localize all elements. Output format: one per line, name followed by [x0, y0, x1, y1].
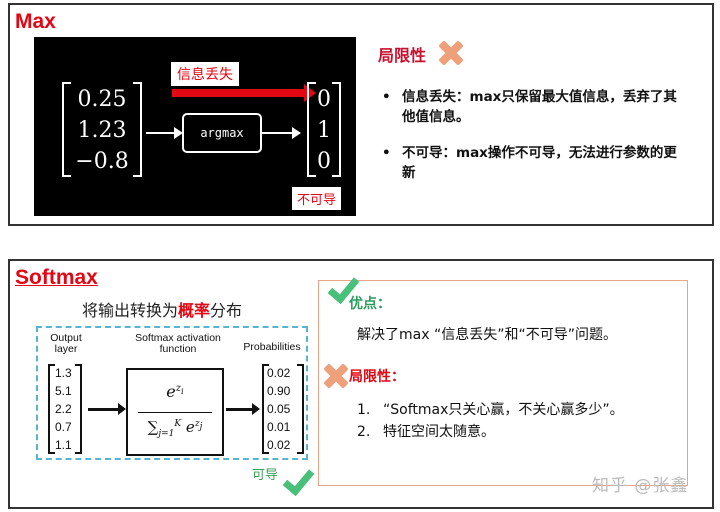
- softmax-title: Softmax: [15, 266, 98, 289]
- logit-value: 2.2: [55, 402, 72, 416]
- pros-text: 解决了max “信息丢失”和“不可导”问题。: [357, 327, 617, 343]
- input-value: −0.8: [75, 149, 129, 174]
- list-item: 1. “Softmax只关心赢，不关心赢多少”。: [357, 399, 624, 421]
- softmax-formula: ezi ∑j=1K ezj: [126, 368, 224, 456]
- subtitle-highlight: 概率: [178, 301, 211, 320]
- limitations-list: 信息丢失：max只保留最大值信息，丢弃了其他值信息。 不可导：max操作不可导，…: [380, 87, 690, 199]
- list-item: 不可导：max操作不可导，无法进行参数的更新: [380, 143, 690, 183]
- probabilities-label: Probabilities: [243, 341, 301, 353]
- logits-vector: 1.3 5.1 2.2 0.7 1.1: [48, 364, 82, 454]
- x-mark-icon: [323, 363, 349, 389]
- arrow-right-icon: [88, 403, 126, 415]
- non-differentiable-label: 不可导: [292, 187, 342, 210]
- output-value: 0: [317, 87, 331, 112]
- probability-value: 0.02: [267, 366, 291, 380]
- logit-value: 1.1: [55, 438, 72, 452]
- fraction-bar: [138, 412, 212, 413]
- red-arrow-icon: [172, 84, 316, 102]
- cons-list: 1. “Softmax只关心赢，不关心赢多少”。 2. 特征空间太随意。: [357, 399, 624, 443]
- list-text: “Softmax只关心赢，不关心赢多少”。: [383, 402, 624, 418]
- output-vector: 0 1 0: [307, 82, 341, 177]
- watermark: 知乎 @张鑫: [592, 476, 689, 496]
- x-mark-icon: [438, 40, 464, 66]
- list-number: 2.: [357, 424, 371, 440]
- output-value: 1: [317, 118, 331, 143]
- pros-heading: 优点：: [349, 296, 391, 312]
- formula-numerator: ezi: [166, 382, 184, 401]
- limitations-heading: 局限性: [378, 46, 427, 65]
- arrow-right-icon: [146, 127, 183, 139]
- input-value: 1.23: [77, 118, 127, 143]
- argmax-box: argmax: [182, 113, 262, 153]
- subtitle-text: 将输出转换为: [82, 301, 179, 320]
- softmax-subtitle: 将输出转换为概率分布: [82, 297, 242, 321]
- input-value: 0.25: [77, 87, 127, 112]
- max-panel: Max 信息丢失 0.25 1.23 −0.8 argmax 0 1 0 不可导…: [8, 3, 714, 226]
- logit-value: 1.3: [55, 366, 72, 380]
- differentiable-label: 可导: [252, 468, 279, 483]
- probability-value: 0.05: [267, 402, 291, 416]
- output-layer-label: Output layer: [50, 332, 82, 355]
- max-title: Max: [15, 10, 56, 33]
- list-text: 特征空间太随意。: [383, 424, 495, 440]
- probability-value: 0.90: [267, 384, 291, 398]
- softmax-function-label: Softmax activation function: [135, 332, 221, 355]
- information-loss-label: 信息丢失: [171, 62, 239, 86]
- softmax-panel: Softmax 将输出转换为概率分布 Output layer Softmax …: [8, 259, 714, 509]
- check-mark-icon: [280, 469, 310, 497]
- softmax-diagram: Output layer Softmax activation function…: [36, 326, 308, 460]
- logit-value: 0.7: [55, 420, 72, 434]
- arrow-right-icon: [262, 127, 301, 139]
- probability-value: 0.02: [267, 438, 291, 452]
- formula-denominator: ∑j=1K ezj: [147, 418, 203, 439]
- logit-value: 5.1: [55, 384, 72, 398]
- probabilities-vector: 0.02 0.90 0.05 0.01 0.02: [262, 364, 304, 454]
- cons-heading: 局限性：: [349, 369, 405, 385]
- arrow-right-icon: [226, 403, 260, 415]
- subtitle-text: 分布: [210, 301, 243, 320]
- max-diagram: 信息丢失 0.25 1.23 −0.8 argmax 0 1 0 不可导: [34, 37, 356, 216]
- list-number: 1.: [357, 402, 371, 418]
- input-vector: 0.25 1.23 −0.8: [62, 82, 142, 177]
- probability-value: 0.01: [267, 420, 291, 434]
- output-value: 0: [317, 149, 331, 174]
- softmax-summary-box: 优点： 解决了max “信息丢失”和“不可导”问题。 局限性： 1. “Softm…: [318, 280, 688, 486]
- list-item: 信息丢失：max只保留最大值信息，丢弃了其他值信息。: [380, 87, 690, 127]
- list-item: 2. 特征空间太随意。: [357, 421, 624, 443]
